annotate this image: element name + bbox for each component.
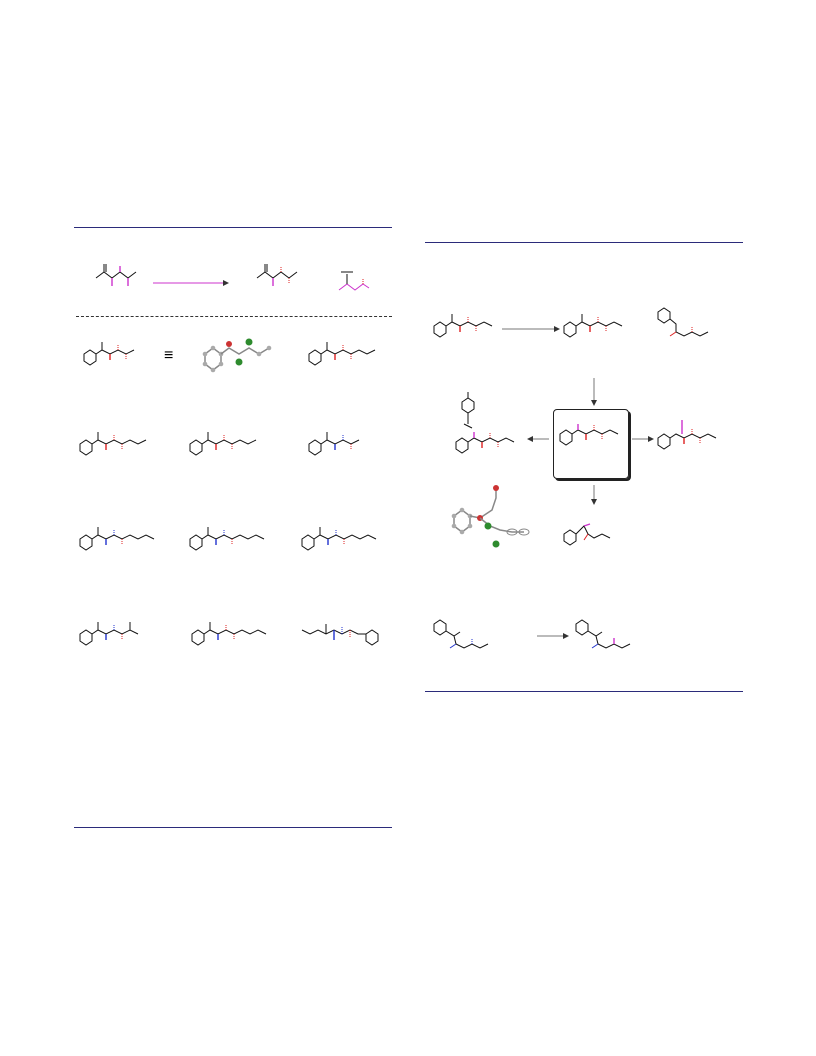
boxed-intermediate-structure [559,424,619,446]
product-left-branch [455,432,515,454]
arrow-down-2 [591,485,597,505]
aryl-substituent [461,392,475,429]
reaction-arrow [153,280,229,286]
left-bottom-rule [74,827,392,828]
starting-material-structure [95,264,137,286]
compound-row1-a [83,342,135,366]
right-bottom-rule [425,691,743,692]
product-right-2 [657,307,709,337]
crystal-structure-right [451,485,530,548]
arrow-down-1 [591,378,597,406]
crystal-structure-left [202,338,272,373]
boxed-intermediate [553,409,629,479]
bottom-product [575,619,631,649]
section-divider [76,316,392,317]
compound-row1-c [308,342,376,366]
compound-row4-c [301,624,379,646]
right-top-rule [425,242,743,243]
product-right-branch [657,420,717,450]
product-structure [256,264,298,286]
left-top-rule [74,227,392,228]
arrow-right-2 [632,436,654,442]
equivalence-symbol: ≡ [164,347,174,364]
bottom-substrate [433,619,489,649]
compound-row3-a [79,527,155,551]
arrow-left [527,436,549,442]
arrow-bottom [537,633,569,639]
compound-row2-a [79,432,147,456]
compound-row3-c [301,527,377,551]
compound-row3-b [189,527,265,551]
substrate-right [433,314,493,338]
compound-row4-a [79,622,139,646]
cyclopropane-product [563,523,611,546]
product-right-1 [563,314,623,338]
compound-row2-b [189,432,257,456]
arrow-right-1 [502,326,560,332]
compound-row4-b [191,622,267,646]
byproduct-structure [338,271,370,291]
compound-row2-c [308,432,360,456]
